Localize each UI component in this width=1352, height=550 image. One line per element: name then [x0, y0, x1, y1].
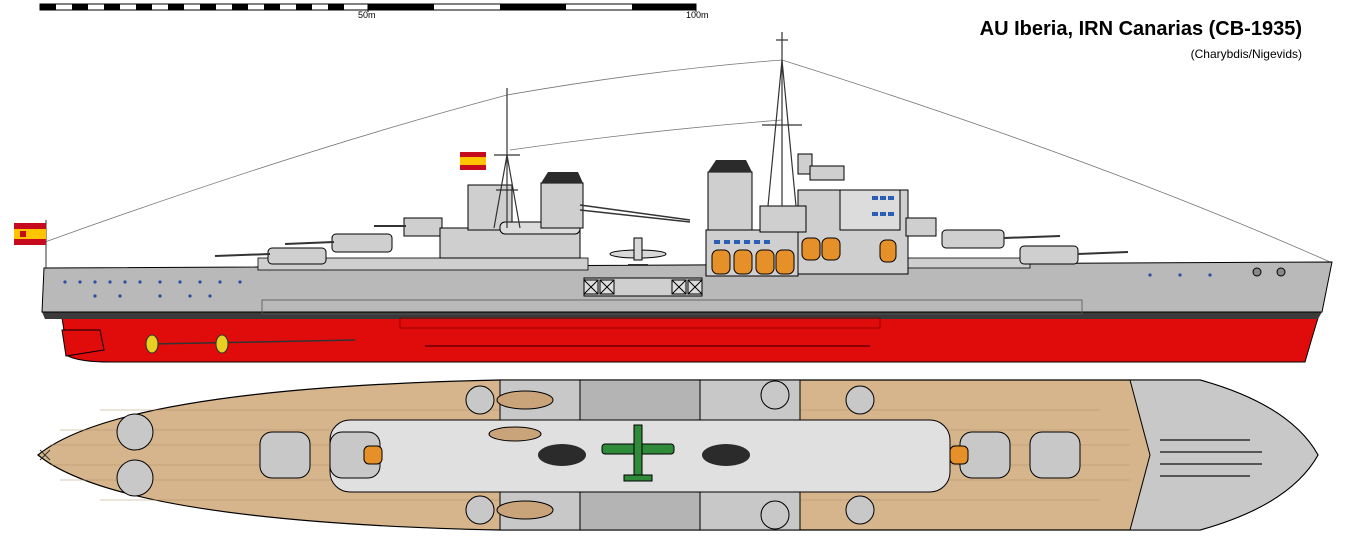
fore-mast	[762, 32, 802, 207]
turret-icon	[214, 217, 443, 265]
funnel-icon	[538, 444, 750, 466]
side-profile-view	[14, 32, 1333, 363]
spanish-flag-icon	[14, 220, 47, 268]
aft-mast	[493, 88, 521, 229]
hull-antifouling	[61, 317, 1319, 363]
funnel-icon	[540, 160, 753, 231]
anchor-icon	[1252, 267, 1262, 277]
plan-view	[37, 379, 1319, 531]
turret-icon	[905, 217, 1129, 265]
aircraft-icon	[609, 237, 667, 266]
scale-label-100m: 100m	[686, 10, 709, 20]
lifeboat-icon	[711, 237, 897, 275]
lifeboat-icon	[488, 390, 554, 520]
spanish-flag-icon	[460, 152, 486, 170]
rudder	[61, 329, 105, 357]
page-subtitle: (Charybdis/Nigevids)	[1190, 47, 1302, 61]
scale-bar	[39, 3, 697, 12]
rigging-wires	[44, 59, 1331, 263]
turret-icon	[116, 380, 1081, 530]
scale-label-50m: 50m	[358, 10, 376, 20]
aircraft-icon	[601, 424, 675, 482]
hangar	[583, 277, 703, 297]
propeller-icon	[145, 334, 356, 354]
page-title: AU Iberia, IRN Canarias (CB-1935)	[979, 18, 1302, 40]
